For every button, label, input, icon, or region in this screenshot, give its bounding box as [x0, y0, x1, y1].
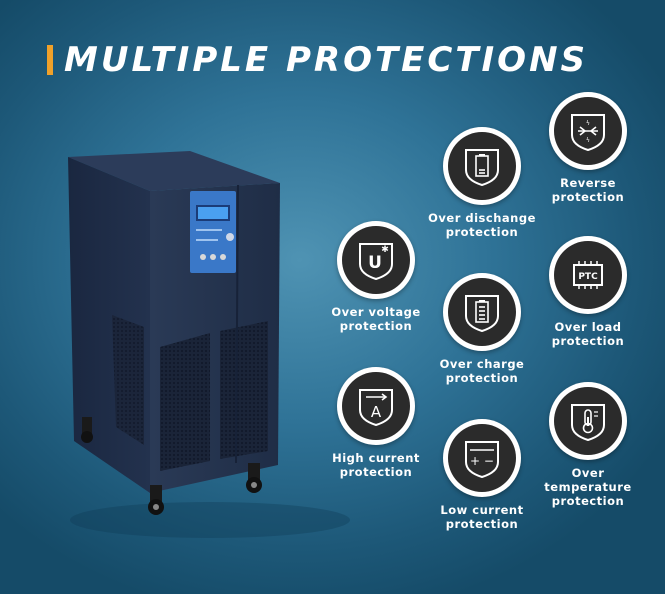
- svg-text:✱: ✱: [381, 245, 389, 255]
- plus-minus-icon: + −: [465, 441, 499, 479]
- svg-text:ϟ: ϟ: [586, 137, 590, 144]
- battery-discharge-icon: [465, 149, 499, 187]
- ptc-chip-icon: PTC: [573, 261, 603, 289]
- voltage-icon: U ✱: [359, 243, 393, 281]
- svg-text:+ −: + −: [470, 454, 494, 468]
- page-title: MULTIPLE PROTECTIONS: [64, 40, 589, 80]
- thermometer-icon: [571, 404, 605, 442]
- current-icon: A: [359, 389, 393, 427]
- svg-text:ϟ: ϟ: [586, 120, 590, 127]
- svg-text:U: U: [368, 253, 382, 273]
- svg-text:A: A: [371, 403, 382, 421]
- battery-charge-icon: [465, 295, 499, 333]
- title-accent-bar: [47, 45, 53, 75]
- reverse-protection-icon: ϟ ϟ: [571, 114, 605, 152]
- svg-text:PTC: PTC: [578, 272, 598, 282]
- inverter-product-image: [68, 151, 350, 538]
